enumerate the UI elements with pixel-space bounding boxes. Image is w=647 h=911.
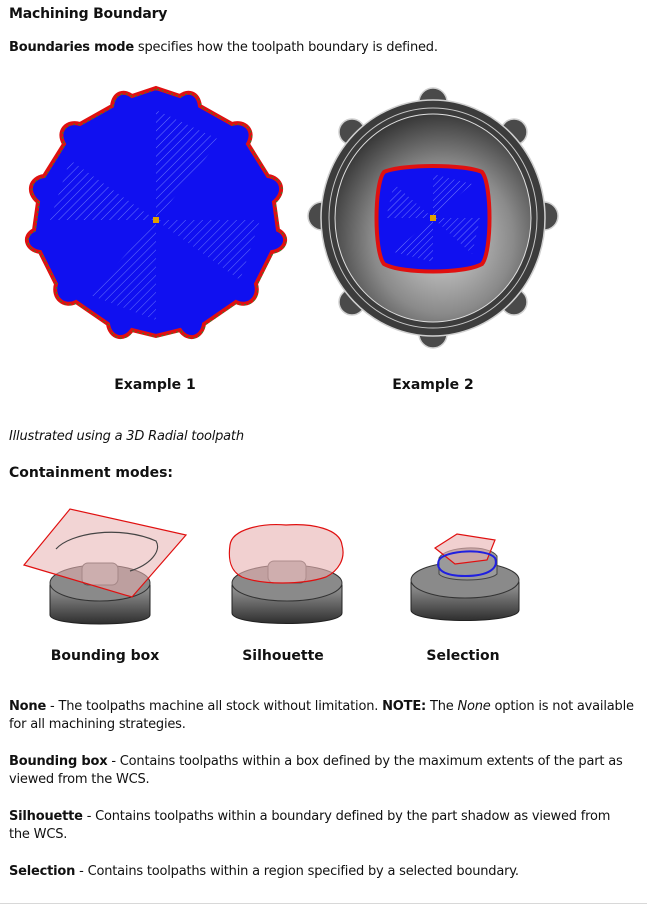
selection-text: - Contains toolpaths within a region spe… bbox=[75, 864, 519, 879]
example-2-caption: Example 2 bbox=[392, 377, 474, 393]
none-italic: None bbox=[457, 699, 491, 714]
selection-image bbox=[410, 533, 520, 621]
boundaries-mode-term: Boundaries mode bbox=[9, 40, 134, 55]
none-text-2: The bbox=[426, 699, 458, 714]
containment-modes-heading: Containment modes: bbox=[9, 465, 174, 481]
example-1-image bbox=[24, 85, 288, 340]
description-selection: Selection - Contains toolpaths within a … bbox=[9, 863, 634, 881]
intro-text: Boundaries mode specifies how the toolpa… bbox=[9, 40, 438, 55]
selection-term: Selection bbox=[9, 864, 76, 879]
bounding-box-image bbox=[22, 508, 188, 625]
selection-caption: Selection bbox=[426, 648, 500, 664]
silhouette-caption: Silhouette bbox=[242, 648, 324, 664]
none-text: - The toolpaths machine all stock withou… bbox=[46, 699, 383, 714]
none-text-3: option is not available for all machinin… bbox=[9, 699, 634, 732]
silhouette-term: Silhouette bbox=[9, 809, 83, 824]
bounding-box-term: Bounding box bbox=[9, 754, 108, 769]
bounding-box-text: - Contains toolpaths within a box define… bbox=[9, 754, 623, 787]
silhouette-image bbox=[228, 524, 344, 624]
silhouette-text: - Contains toolpaths within a boundary d… bbox=[9, 809, 611, 842]
bottom-divider bbox=[0, 903, 647, 904]
none-term: None bbox=[9, 699, 47, 714]
illustration-note: Illustrated using a 3D Radial toolpath bbox=[9, 429, 244, 444]
example-2-image bbox=[307, 87, 559, 349]
page-title: Machining Boundary bbox=[9, 6, 168, 22]
description-bounding-box: Bounding box - Contains toolpaths within… bbox=[9, 753, 634, 789]
bounding-box-caption: Bounding box bbox=[50, 648, 160, 664]
note-label: NOTE: bbox=[382, 699, 427, 714]
description-silhouette: Silhouette - Contains toolpaths within a… bbox=[9, 808, 634, 844]
description-none: None - The toolpaths machine all stock w… bbox=[9, 698, 634, 734]
example-1-caption: Example 1 bbox=[114, 377, 196, 393]
intro-description: specifies how the toolpath boundary is d… bbox=[133, 40, 438, 55]
